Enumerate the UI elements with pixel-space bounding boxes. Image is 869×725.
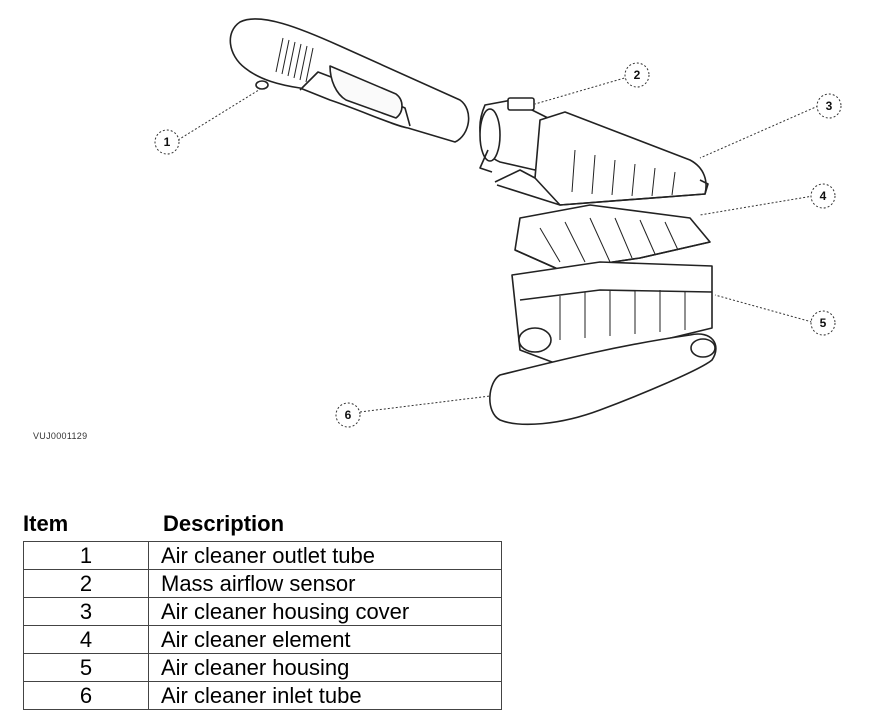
item-number: 4 (23, 625, 149, 654)
item-number: 3 (23, 597, 149, 626)
inlet-tube-part (489, 333, 717, 426)
item-number: 2 (23, 569, 149, 598)
item-number: 5 (23, 653, 149, 682)
callout-number: 6 (345, 408, 352, 422)
table-row: 3 Air cleaner housing cover (23, 597, 502, 626)
item-description: Air cleaner housing cover (148, 597, 502, 626)
mass-airflow-sensor-part (479, 97, 553, 173)
item-number: 1 (23, 541, 149, 570)
filter-element-part (514, 204, 711, 271)
table-row: 1 Air cleaner outlet tube (23, 541, 502, 570)
exploded-view-diagram: 1 2 3 4 5 6 (154, 18, 842, 428)
callout-number: 1 (164, 135, 171, 149)
figure-reference-id: VUJ0001129 (33, 431, 88, 441)
callout-circle-4 (810, 183, 836, 209)
outlet-tube-part (229, 18, 470, 143)
callout-circle-6 (335, 402, 361, 428)
callout-number: 3 (826, 99, 833, 113)
item-description: Air cleaner housing (148, 653, 502, 682)
parts-legend-table: 1 Air cleaner outlet tube 2 Mass airflow… (23, 541, 502, 710)
table-row: 4 Air cleaner element (23, 625, 502, 654)
table-row: 2 Mass airflow sensor (23, 569, 502, 598)
item-description: Air cleaner inlet tube (148, 681, 502, 710)
callout-number: 5 (820, 316, 827, 330)
callout-number: 2 (634, 68, 641, 82)
table-row: 6 Air cleaner inlet tube (23, 681, 502, 710)
callout-circle-2 (624, 62, 650, 88)
callout-circle-5 (810, 310, 836, 336)
item-number: 6 (23, 681, 149, 710)
item-description: Air cleaner element (148, 625, 502, 654)
callout-circle-1 (154, 129, 180, 155)
table-row: 5 Air cleaner housing (23, 653, 502, 682)
callout-number: 4 (820, 189, 827, 203)
legend-header-item: Item (23, 511, 69, 536)
item-description: Air cleaner outlet tube (148, 541, 502, 570)
callout-circle-3 (816, 93, 842, 119)
housing-cover-part (494, 111, 709, 206)
legend-header-description: Description (163, 511, 285, 536)
item-description: Mass airflow sensor (148, 569, 502, 598)
